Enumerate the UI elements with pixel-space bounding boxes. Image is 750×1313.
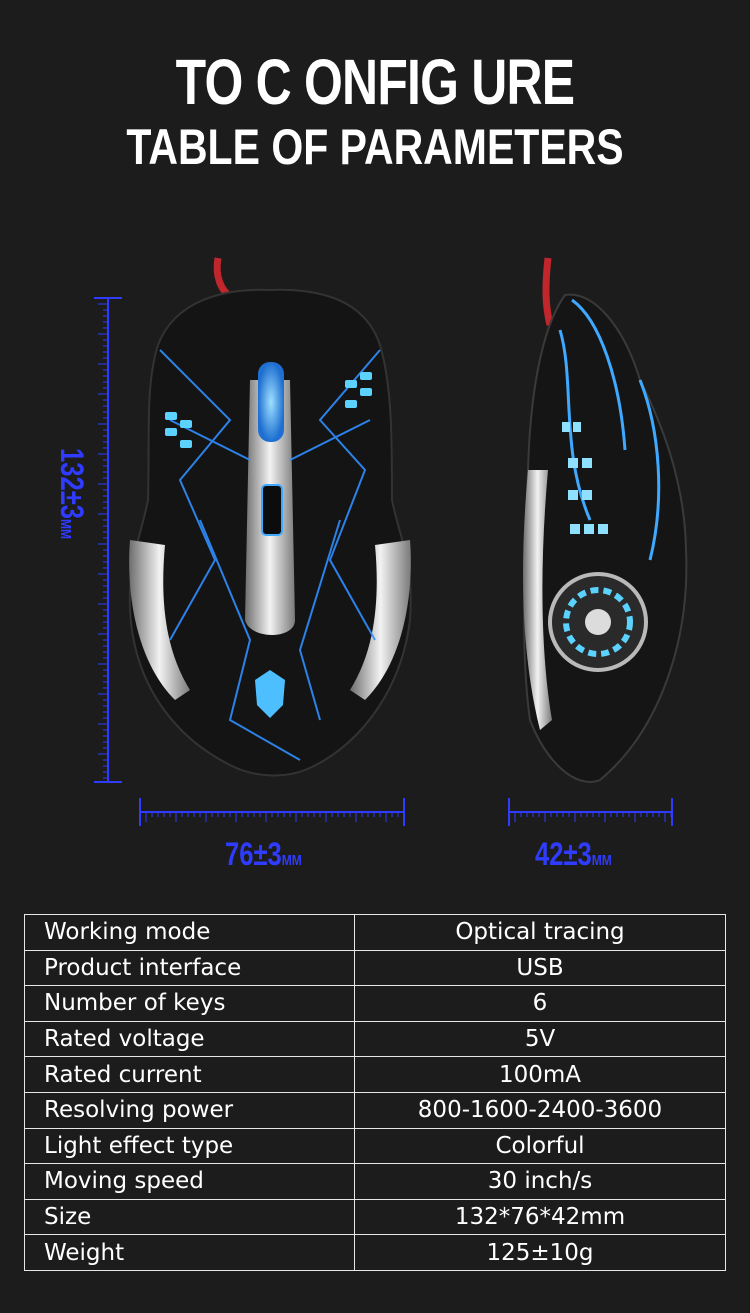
spec-value: 125±10g <box>354 1234 726 1271</box>
spec-label: Moving speed <box>24 1163 355 1200</box>
product-illustration <box>94 257 688 826</box>
spec-label: Number of keys <box>24 985 355 1022</box>
spec-value: Optical tracing <box>354 914 726 951</box>
spec-label: Weight <box>24 1234 355 1271</box>
spec-label: Light effect type <box>24 1127 355 1165</box>
depth-unit: MM <box>591 852 612 869</box>
height-ruler <box>94 297 122 783</box>
depth-value: 42±3 <box>535 836 592 872</box>
page-subtitle: TABLE OF PARAMETERS <box>126 119 624 175</box>
width-dimension-label: 76±3MM <box>225 836 302 873</box>
mouse-top-view <box>128 257 412 777</box>
width-unit: MM <box>281 852 302 869</box>
height-dimension-label: 132±3MM <box>53 448 90 539</box>
width-ruler <box>139 798 405 826</box>
height-unit: MM <box>57 519 74 539</box>
height-value: 132±3 <box>54 448 90 519</box>
spec-value: Colorful <box>354 1127 726 1165</box>
spec-value: 30 inch/s <box>354 1163 726 1200</box>
width-value: 76±3 <box>225 836 282 872</box>
spec-value: 100mA <box>354 1056 726 1093</box>
spec-value: USB <box>354 949 726 987</box>
spec-value: 800-1600-2400-3600 <box>354 1091 726 1129</box>
spec-label: Rated current <box>24 1056 355 1093</box>
spec-label: Resolving power <box>24 1091 355 1129</box>
spec-value: 6 <box>354 985 726 1022</box>
depth-dimension-label: 42±3MM <box>535 836 612 873</box>
spec-label: Working mode <box>24 914 355 951</box>
wolf-logo-icon <box>255 670 285 718</box>
depth-ruler <box>508 798 673 826</box>
spec-label: Product interface <box>24 949 355 987</box>
mouse-side-view <box>523 257 688 783</box>
spec-value: 5V <box>354 1020 726 1058</box>
spec-label: Rated voltage <box>24 1020 355 1058</box>
spec-value: 132*76*42mm <box>354 1198 726 1236</box>
page-title: TO C ONFIG URE <box>175 46 575 118</box>
spec-label: Size <box>24 1198 355 1236</box>
